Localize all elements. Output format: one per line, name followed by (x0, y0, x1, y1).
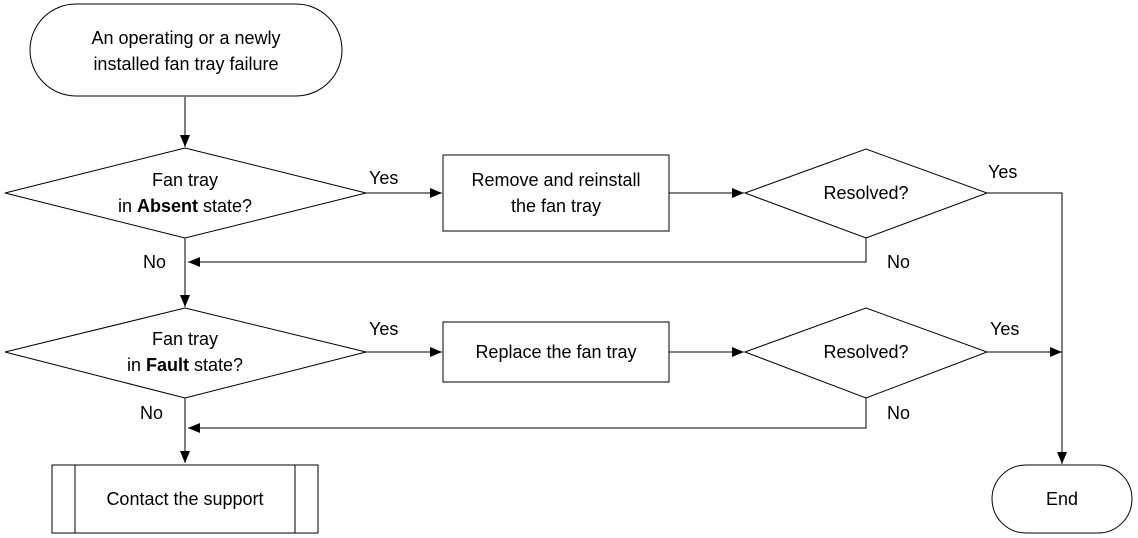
line-resolved1-yes (987, 192, 1067, 464)
arrow-resolved2-no (188, 398, 867, 433)
yes-label-resolved-1: Yes (988, 162, 1017, 182)
start-label-line2: installed fan tray failure (93, 54, 278, 74)
no-label-resolved-2: No (887, 403, 910, 423)
process-reinstall: Remove and reinstall the fan tray (442, 154, 670, 232)
decision-absent: Fan tray in Absent state? (4, 147, 367, 239)
no-label-resolved-1: No (887, 252, 910, 272)
decision-resolved-2-label: Resolved? (823, 342, 908, 362)
end-label: End (1046, 489, 1078, 509)
decision-fault: Fan tray in Fault state? (4, 307, 367, 399)
decision-resolved-1: Resolved? (743, 148, 989, 239)
decision-resolved-1-label: Resolved? (823, 183, 908, 203)
decision-absent-line2: in Absent state? (118, 196, 252, 216)
connectors (180, 97, 1067, 464)
process-replace-label: Replace the fan tray (475, 342, 636, 362)
arrow-resolved1-no (188, 238, 867, 267)
predefined-process-contact: Contact the support (51, 464, 319, 534)
contact-support-label: Contact the support (106, 489, 263, 509)
decision-fault-line2: in Fault state? (127, 355, 243, 375)
process-reinstall-line1: Remove and reinstall (471, 170, 640, 190)
process-reinstall-line2: the fan tray (511, 196, 601, 216)
decision-fault-line1: Fan tray (152, 329, 218, 349)
decision-absent-line1: Fan tray (152, 170, 218, 190)
yes-label-resolved-2: Yes (990, 319, 1019, 339)
decision-resolved-2: Resolved? (743, 307, 989, 399)
no-label-absent: No (143, 252, 166, 272)
start-terminator: An operating or a newly installed fan tr… (29, 3, 343, 97)
yes-label-fault: Yes (369, 319, 398, 339)
branch-labels: Yes Yes No No Yes Yes No No (140, 162, 1019, 423)
end-terminator: End (991, 464, 1133, 534)
no-label-fault: No (140, 403, 163, 423)
process-replace: Replace the fan tray (442, 321, 670, 383)
yes-label-absent: Yes (369, 168, 398, 188)
start-label-line1: An operating or a newly (91, 28, 280, 48)
